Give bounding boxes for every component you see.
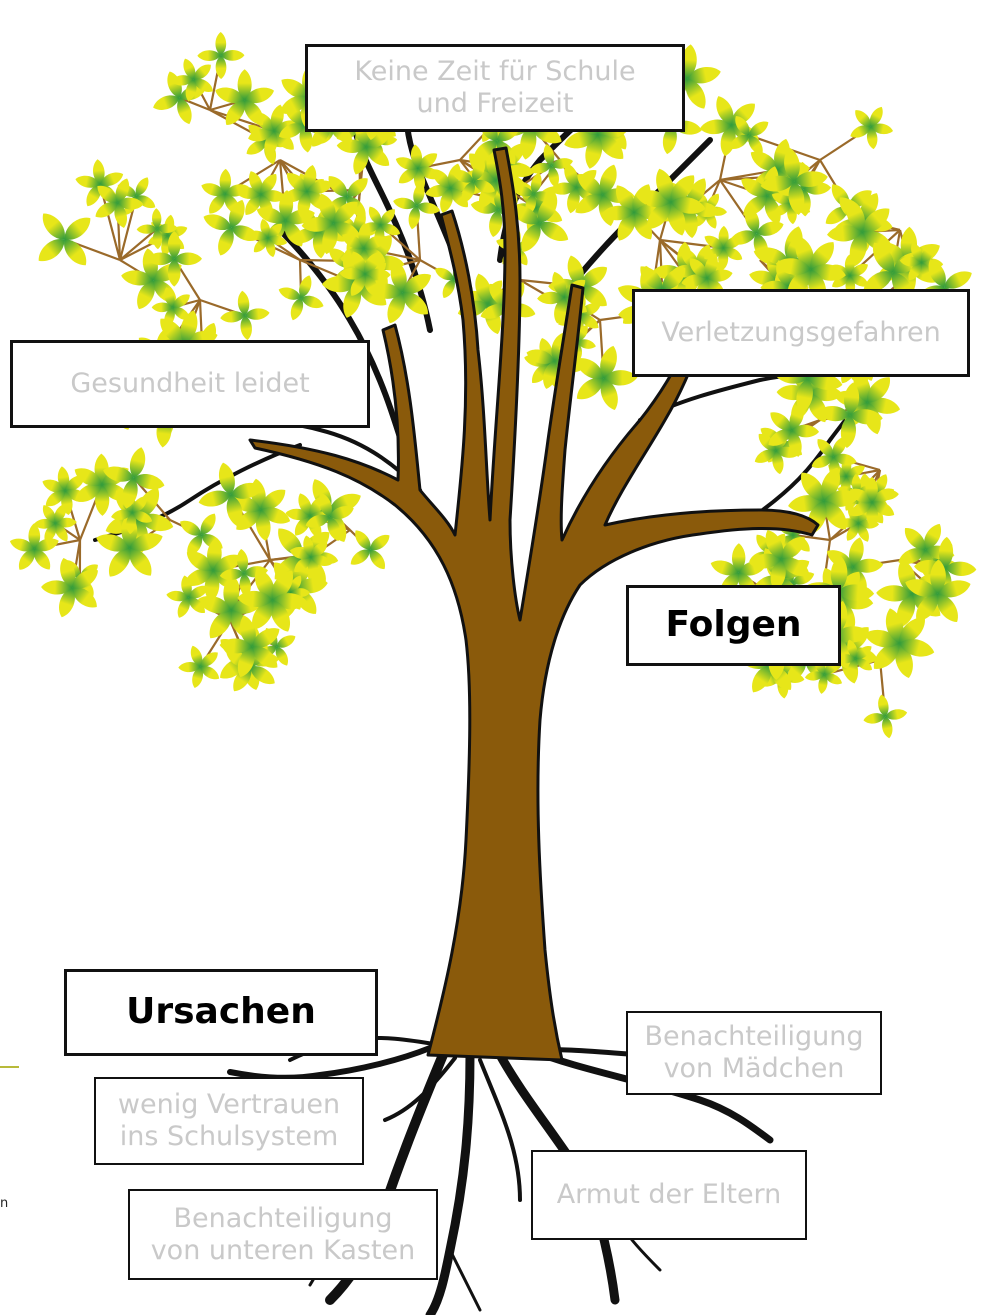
- root: [450, 1250, 480, 1310]
- consequence-box-no-time: Keine Zeit für Schule und Freizeit: [305, 44, 685, 132]
- cause-box-girls: Benachteiligung von Mädchen: [626, 1011, 882, 1095]
- leaf: [168, 259, 181, 287]
- cause-box-trust: wenig Vertrauen ins Schulsystem: [94, 1077, 364, 1165]
- consequence-box-health: Gesundheit leidet: [10, 340, 370, 428]
- consequences-heading-box: Folgen: [626, 585, 841, 666]
- cause-box-poverty: Armut der Eltern: [531, 1150, 807, 1240]
- margin-accent-line: [0, 1066, 19, 1068]
- causes-heading-box: Ursachen: [64, 969, 378, 1056]
- leaf: [197, 50, 221, 61]
- leaf: [215, 32, 226, 56]
- leaf: [174, 252, 202, 265]
- margin-text: n: [0, 1196, 8, 1211]
- cause-box-caste: Benachteiligung von unteren Kasten: [128, 1189, 438, 1280]
- leaf: [221, 50, 245, 61]
- consequence-box-injury-risk: Verletzungsgefahren: [632, 289, 970, 377]
